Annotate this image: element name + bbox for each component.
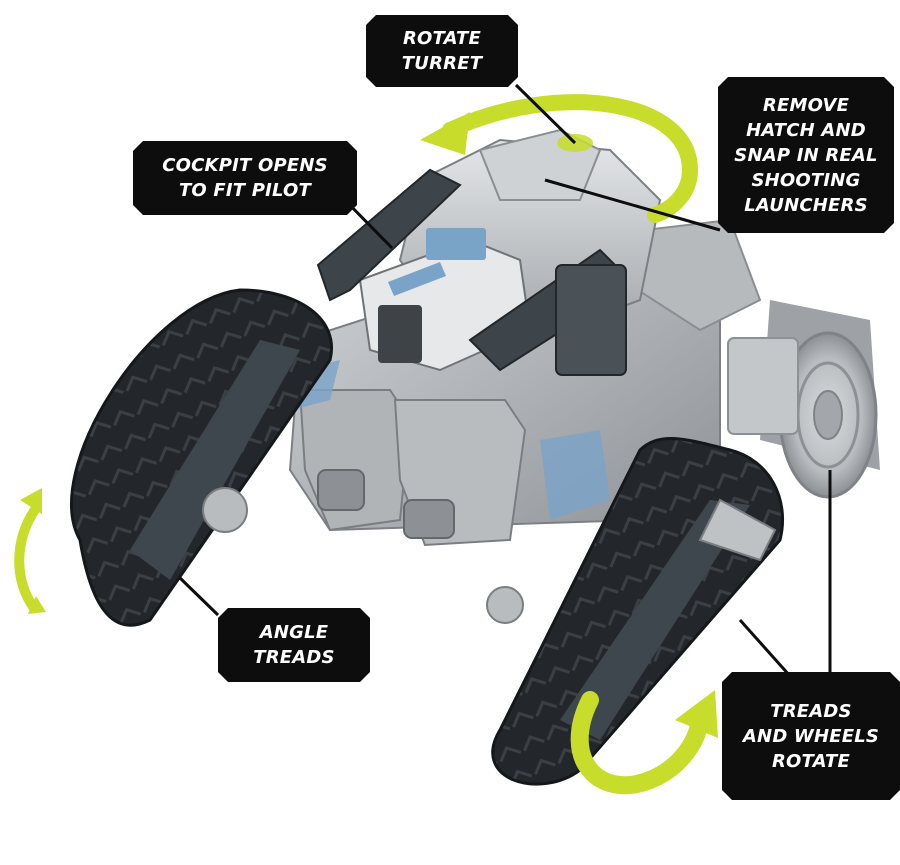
callout-line: SNAP IN REAL: [734, 144, 878, 166]
callout-line: TURRET: [401, 53, 483, 74]
callout-line: TREADS: [253, 647, 335, 668]
left-tread: [70, 288, 333, 627]
callout-line: REMOVE: [762, 94, 850, 116]
leader-lines: [178, 83, 832, 677]
callout-line: ROTATE: [402, 28, 482, 49]
callout-line: COCKPIT OPENS: [162, 155, 328, 176]
right-tread: [486, 437, 785, 786]
side-wheel: [727, 300, 880, 499]
turret: [316, 128, 662, 376]
callout-line: TO FIT PILOT: [178, 180, 312, 201]
callout-rotate-turret: ROTATE TURRET: [366, 15, 518, 87]
callout-line: ANGLE: [259, 622, 329, 643]
callout-remove-hatch: REMOVE HATCH AND SNAP IN REAL SHOOTING L…: [718, 77, 894, 233]
callout-treads-wheels-rotate: TREADS AND WHEELS ROTATE: [722, 672, 900, 800]
tread-angle-arrow: [14, 488, 46, 614]
callout-line: AND WHEELS: [742, 725, 880, 747]
callout-line: ROTATE: [771, 750, 851, 772]
callout-angle-treads: ANGLE TREADS: [218, 608, 370, 682]
callout-line: LAUNCHERS: [744, 194, 868, 216]
callout-cockpit-opens: COCKPIT OPENS TO FIT PILOT: [133, 141, 357, 215]
callout-line: HATCH AND: [746, 119, 866, 141]
turret-rotate-arrow: [420, 94, 699, 223]
callout-line: TREADS: [770, 700, 852, 722]
callout-line: SHOOTING: [751, 169, 861, 191]
tread-rotate-arrow: [570, 690, 718, 795]
